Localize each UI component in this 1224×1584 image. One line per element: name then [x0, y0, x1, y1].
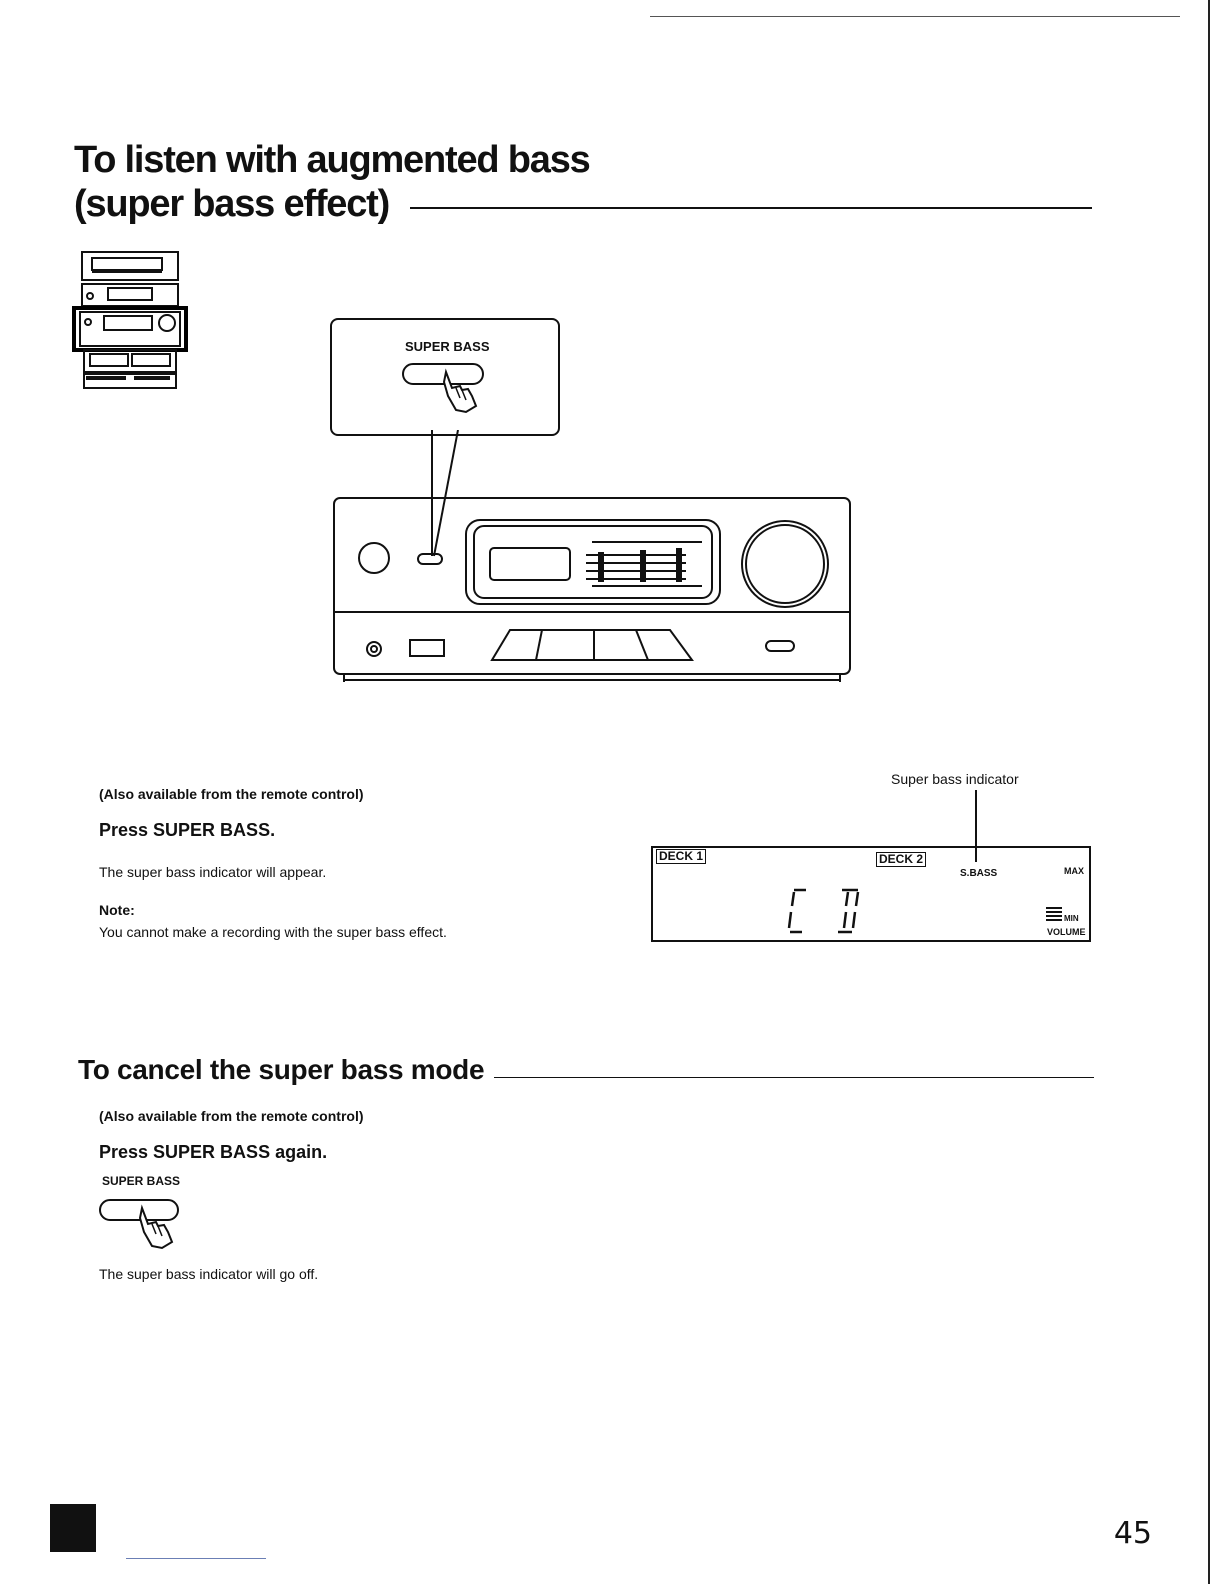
note-text: You cannot make a recording with the sup…	[99, 924, 447, 940]
footer-rule	[126, 1558, 266, 1559]
section-title-line1: To listen with augmented bass	[74, 139, 591, 181]
cancel-section-rule	[494, 1077, 1094, 1078]
result-text: The super bass indicator will appear.	[99, 864, 327, 880]
display-panel	[651, 846, 1091, 942]
max-indicator: MAX	[1064, 866, 1084, 876]
cancel-section-title: To cancel the super bass mode	[78, 1054, 485, 1085]
press-instruction: Press SUPER BASS.	[99, 820, 276, 840]
right-border-line	[1208, 0, 1210, 1584]
sbass-indicator: S.BASS	[960, 868, 998, 879]
min-indicator: MIN	[1064, 914, 1079, 923]
deck2-indicator: DECK 2	[876, 852, 927, 867]
stereo-stack-icon	[72, 251, 188, 389]
remote-note: (Also available from the remote control)	[99, 786, 364, 802]
corner-tab-mark	[50, 1504, 96, 1552]
indicator-caption: Super bass indicator	[891, 771, 1019, 787]
page-number: 45	[1113, 1516, 1152, 1551]
cancel-button-press-illustration	[99, 1199, 179, 1250]
amplifier-front-panel	[333, 497, 851, 682]
volume-bars-icon	[1046, 907, 1062, 921]
cancel-button-label: SUPER BASS	[102, 1174, 181, 1188]
section-title-line2: (super bass effect)	[74, 183, 390, 225]
volume-indicator: VOLUME	[1047, 927, 1086, 937]
callout-pointer	[431, 430, 459, 557]
deck1-indicator: DECK 1	[656, 849, 707, 864]
seven-segment-digits	[787, 888, 860, 934]
indicator-leader-line	[975, 790, 977, 862]
section-title-rule	[410, 207, 1092, 209]
note-label: Note:	[99, 902, 135, 918]
seven-segment-readout	[786, 886, 866, 936]
callout-label: SUPER BASS	[405, 339, 490, 354]
super-bass-button-press-illustration	[402, 363, 484, 414]
cancel-remote-note: (Also available from the remote control)	[99, 1108, 364, 1124]
top-border-line	[650, 16, 1180, 17]
cancel-press-instruction: Press SUPER BASS again.	[99, 1142, 328, 1162]
cancel-result-text: The super bass indicator will go off.	[99, 1266, 319, 1282]
